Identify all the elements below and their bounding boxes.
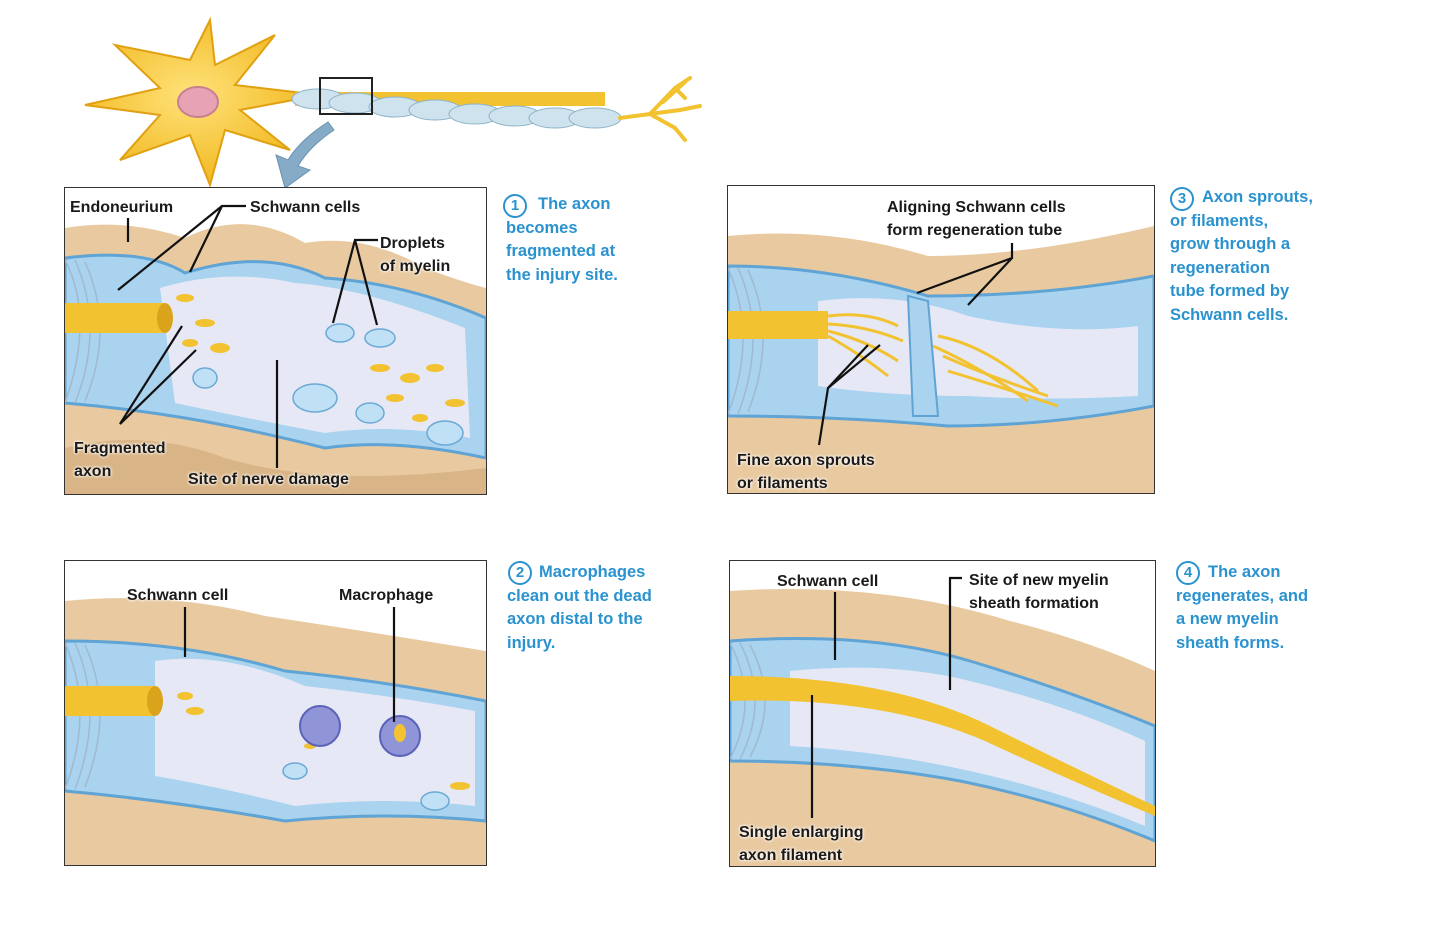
step-1-number: 1 [503,194,527,218]
step-1-caption: The axon becomes fragmented at the injur… [506,195,618,284]
zoom-arrow [275,121,335,189]
label-new-myelin-site: Site of new myelin sheath formation [969,572,1109,612]
panel-2-illustration [65,598,486,865]
label-aligning-schwann-cells: Aligning Schwann cells form regeneration… [887,199,1066,239]
label-fine-axon-sprouts: Fine axon sprouts or filaments [737,452,875,492]
label-schwann-cells: Schwann cells [250,199,361,216]
label-droplets-of-myelin: Droplets of myelin [380,235,451,275]
zoom-box [319,77,373,115]
label-fragmented-axon: Fragmented axon [74,440,166,480]
panel-2-macrophages [64,560,487,866]
step-2-number: 2 [508,561,532,585]
step-2-caption: Macrophages clean out the dead axon dist… [507,563,652,652]
label-macrophage: Macrophage [339,587,434,604]
neuron-overview [84,16,702,189]
macrophage-cells [299,705,421,757]
label-single-enlarging-filament: Single enlarging axon filament [739,824,864,864]
panel-4-illustration [730,589,1155,866]
panel-4-regenerated-axon [729,560,1156,867]
panel-1-illustration [65,224,486,494]
label-site-of-nerve-damage: Site of nerve damage [188,471,349,488]
step-4-caption: The axon regenerates, and a new myelin s… [1176,563,1309,652]
step-4-number: 4 [1176,561,1200,585]
label-schwann-cell-4: Schwann cell [777,573,879,590]
step-3-number: 3 [1170,187,1194,211]
step-3-caption: Axon sprouts, or filaments, grow through… [1170,188,1313,324]
label-schwann-cell-2: Schwann cell [127,587,229,604]
label-endoneurium: Endoneurium [70,199,174,216]
myelinated-axon [291,88,622,129]
axon-terminal [618,76,702,142]
neuron-nucleus [177,86,219,118]
